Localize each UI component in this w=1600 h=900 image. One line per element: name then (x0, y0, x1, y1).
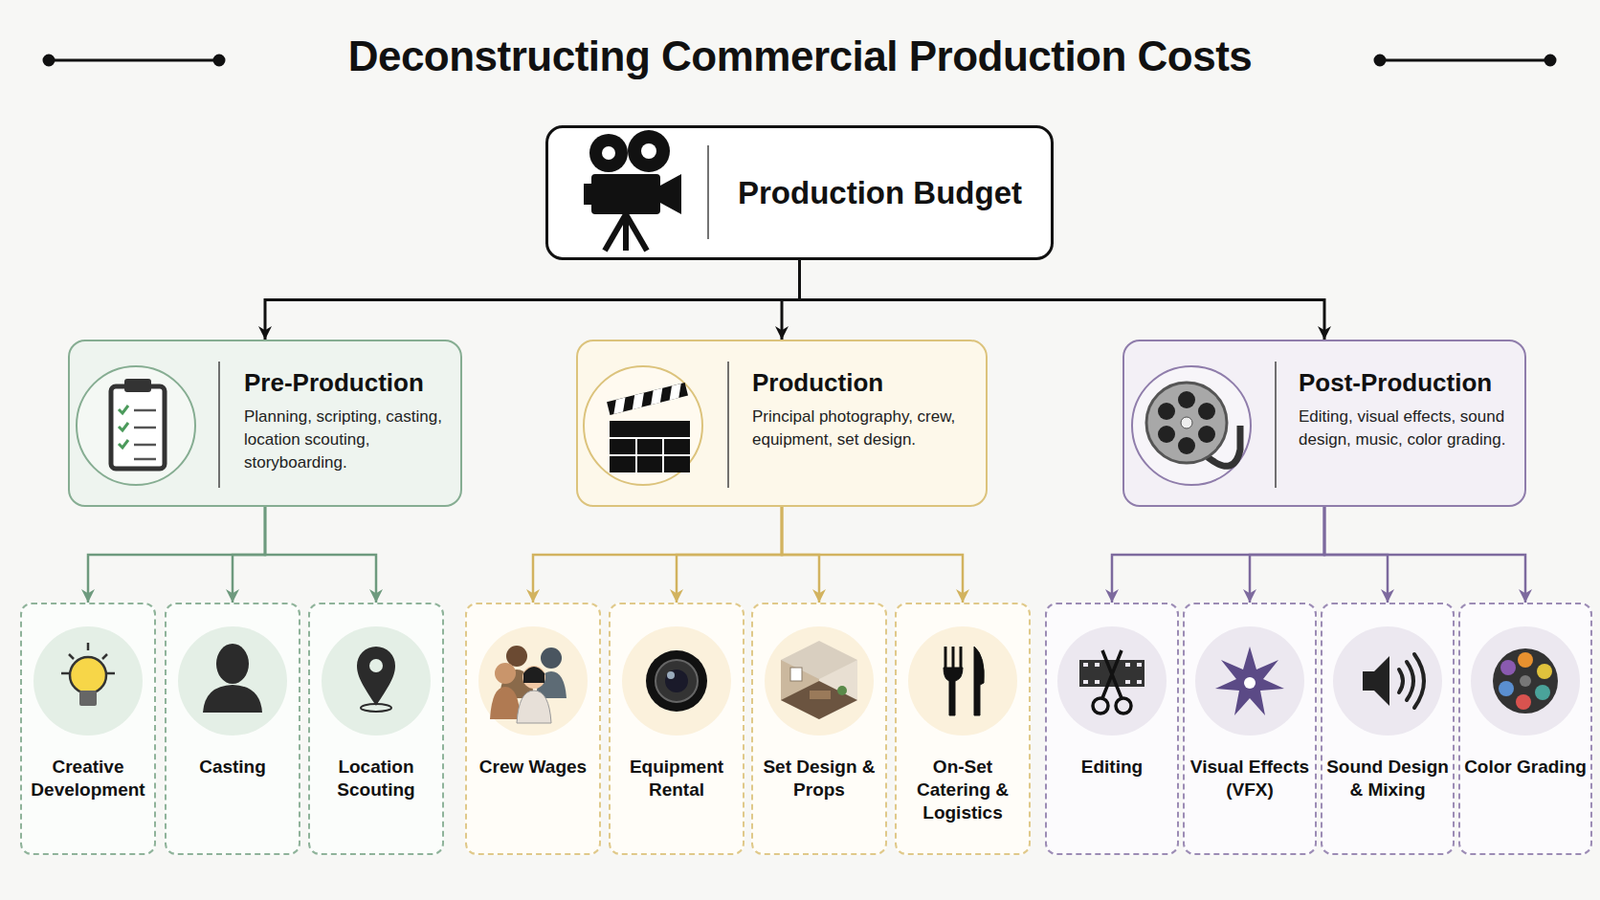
box-description: Editing, visual effects, sound design, m… (1298, 405, 1513, 452)
connector-arrow (781, 260, 800, 340)
box-heading: Visual Effects (VFX) (1188, 755, 1312, 802)
connector-arrow (1111, 507, 1325, 603)
crew-group-icon (489, 645, 567, 724)
box-heading: Set Design & Props (756, 755, 882, 802)
cost-item-box: Crew Wages (465, 602, 601, 856)
clipboard-icon (76, 366, 196, 486)
movie-camera-icon (583, 130, 682, 251)
speaker-icon (1362, 654, 1424, 709)
budget-box: Production Budget (545, 125, 1054, 261)
connector-arrow (265, 260, 800, 340)
cost-item-box: Color Grading (1458, 602, 1593, 856)
box-heading: Creative Development (25, 755, 151, 802)
phase-box: Post-ProductionEditing, visual effects, … (1122, 339, 1527, 508)
text-wrap: Production Budget (737, 175, 1023, 212)
icon-ground (33, 626, 1580, 736)
clapperboard-icon (583, 366, 703, 486)
connector-arrow (800, 260, 1326, 340)
box-heading: Post-Production (1298, 368, 1513, 399)
box-heading: Production (752, 368, 975, 399)
cost-item-box: Sound Design & Mixing (1320, 602, 1455, 856)
cost-item-box: Equipment Rental (608, 602, 745, 856)
color-palette-icon (1492, 648, 1558, 714)
camera-lens-icon (645, 650, 708, 712)
connector-arrow (533, 507, 782, 603)
connector-arrow (1324, 507, 1526, 603)
connector-arrow (1249, 507, 1325, 603)
divider (707, 145, 710, 240)
cost-item-box: Location Scouting (308, 602, 445, 856)
box-heading: Location Scouting (313, 755, 439, 802)
location-pin-icon (356, 646, 396, 712)
box-heading: Color Grading (1464, 755, 1587, 779)
box-heading: Crew Wages (470, 755, 596, 779)
box-heading: Equipment Rental (614, 755, 739, 802)
box-heading: Production Budget (737, 175, 1023, 212)
lightbulb-icon (61, 643, 115, 707)
phase-box: ProductionPrincipal photography, crew, e… (576, 339, 988, 508)
connector-arrow (232, 507, 266, 603)
box-heading: Casting (170, 755, 295, 779)
film-scissors-icon (1079, 650, 1145, 714)
box-description: Planning, scripting, casting, location s… (244, 405, 449, 474)
box-heading: Pre-Production (244, 368, 449, 399)
connector-arrow (265, 507, 377, 603)
cost-item-box: Creative Development (20, 602, 156, 856)
cost-item-box: Set Design & Props (751, 602, 888, 856)
cost-item-box: On-Set Catering & Logistics (894, 602, 1031, 856)
fork-knife-icon (943, 646, 984, 716)
phase-box: Pre-ProductionPlanning, scripting, casti… (67, 339, 463, 508)
room-set-icon (780, 641, 858, 720)
cost-item-box: Casting (164, 602, 301, 856)
box-description: Principal photography, crew, equipment, … (752, 405, 975, 452)
connector-arrow (88, 507, 266, 603)
connector-arrow (676, 507, 782, 603)
film-reel-icon (1132, 366, 1251, 486)
connector-arrow (781, 507, 963, 603)
box-heading: Editing (1050, 755, 1174, 779)
box-heading: Sound Design & Mixing (1326, 755, 1449, 802)
diagram-title: Deconstructing Commercial Production Cos… (0, 32, 1600, 81)
divider (219, 361, 1276, 489)
cost-item-box: Editing (1044, 602, 1179, 856)
vfx-burst-icon (1215, 646, 1285, 716)
person-silhouette-icon (202, 644, 263, 713)
cost-item-box: Visual Effects (VFX) (1182, 602, 1317, 856)
box-heading: On-Set Catering & Logistics (900, 755, 1025, 824)
title-rule (44, 55, 1556, 66)
